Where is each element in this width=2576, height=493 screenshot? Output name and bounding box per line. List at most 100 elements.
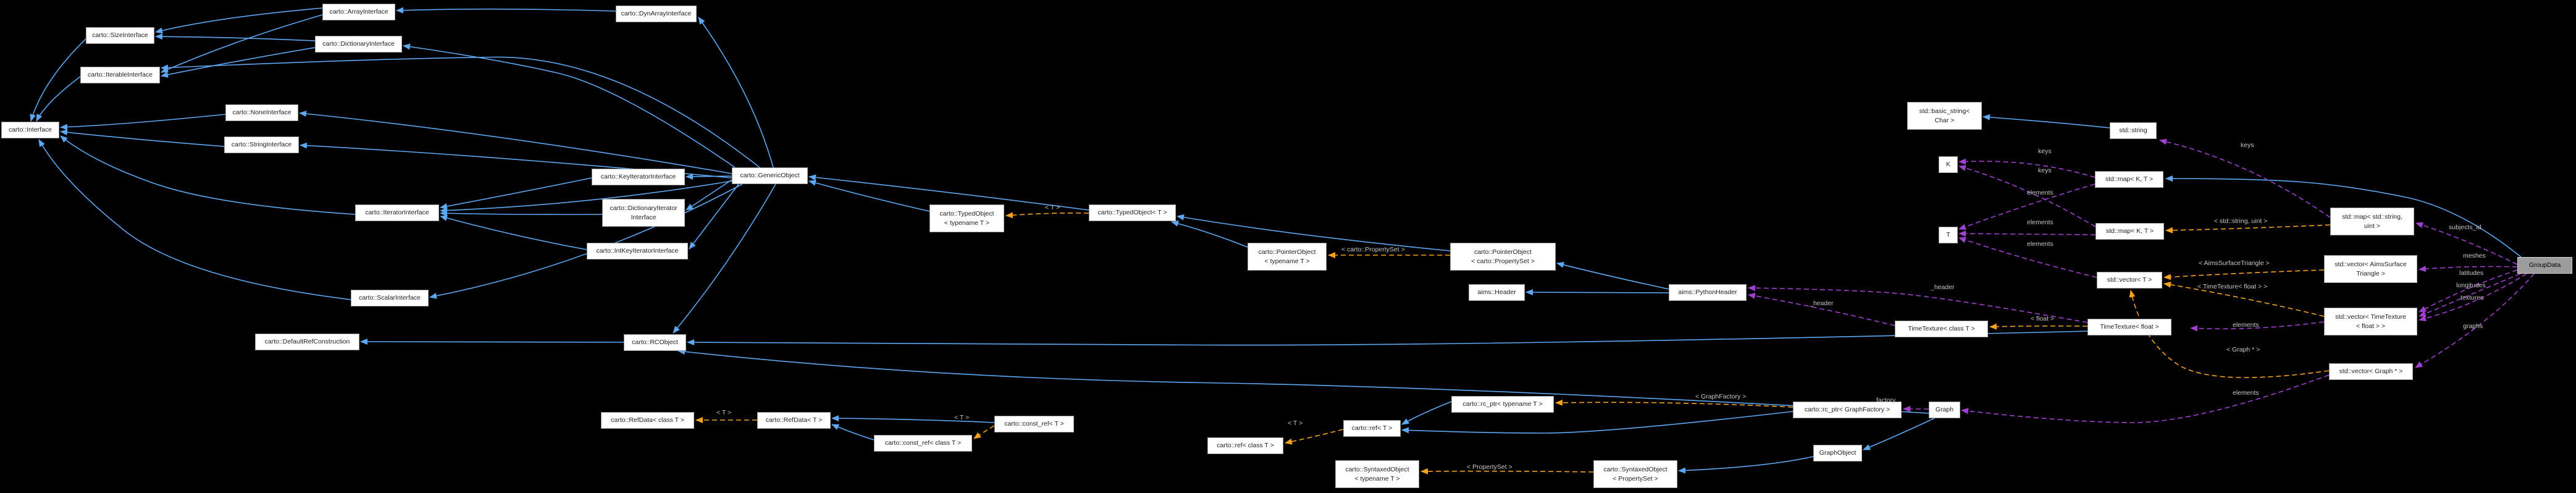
node-carto-syntaxed-object-typename-t[interactable]: carto::SyntaxedObject < typename T > (1335, 460, 1419, 488)
node-group-data[interactable]: GroupData (2517, 257, 2572, 274)
edge-inherit (440, 215, 587, 250)
edge-template (2163, 281, 2325, 317)
edge-usage (1958, 230, 2096, 237)
edge-inherit (831, 415, 995, 423)
edge-usage (2419, 266, 2518, 272)
edge-usage (1958, 183, 2096, 230)
edge-inherit (403, 43, 736, 168)
node-carto-size-interface[interactable]: carto::SizeInterface (86, 27, 154, 44)
edge-usage (1748, 292, 1895, 326)
edge-inherit (440, 177, 592, 209)
edge-inherit (808, 180, 930, 212)
node-carto-rc-ptr-typename-t[interactable]: carto::rc_ptr< typename T > (1451, 396, 1554, 413)
edge-inherit (1982, 114, 2110, 129)
edge-inherit (678, 348, 1931, 414)
node-carto-dictionary-interface[interactable]: carto::DictionaryInterface (315, 36, 402, 53)
node-carto-string-interface[interactable]: carto::StringInterface (224, 137, 299, 153)
node-carto-iterator-interface[interactable]: carto::IteratorInterface (355, 204, 439, 221)
edge-template (1420, 468, 1594, 474)
edge-inherit (155, 7, 323, 34)
edge-inherit (60, 114, 226, 130)
node-std-vector-timetexture-float[interactable]: std::vector< TimeTexture < float > > (2324, 308, 2417, 335)
node-std-map-std-string-uint[interactable]: std::map< std::string, uint > (2330, 208, 2414, 235)
node-std-vector-graph[interactable]: std::vector< Graph * > (2329, 363, 2413, 380)
node-aims-python-header[interactable]: aims::PythonHeader (1669, 284, 1747, 301)
edge-template (2163, 269, 2325, 280)
edge-template (1285, 429, 1344, 445)
edge-inherit (155, 33, 316, 41)
edge-inherit (831, 424, 875, 440)
node-carto-array-interface[interactable]: carto::ArrayInterface (322, 4, 395, 20)
node-carto-ref-t[interactable]: carto::ref< T > (1343, 420, 1401, 437)
edge-usage (1748, 285, 2088, 323)
node-std-map-k-t-2[interactable]: std::map< K, T > (2096, 223, 2164, 240)
edge-inherit (1525, 289, 1669, 296)
edge-usage (1958, 158, 2096, 178)
edge-inherit (698, 17, 774, 168)
node-carto-none-interface[interactable]: carto::NoneInterface (225, 104, 298, 121)
node-graph[interactable]: Graph (1929, 402, 1960, 418)
node-carto-rc-ptr-graphfactory[interactable]: carto::rc_ptr< GraphFactory > (1793, 402, 1902, 418)
edge-usage (2159, 138, 2331, 218)
node-std-string[interactable]: std::string (2110, 122, 2157, 139)
edge-inherit (686, 179, 732, 211)
node-k[interactable]: K (1939, 156, 1958, 173)
edge-inherit (687, 331, 2088, 346)
edge-inherit (36, 76, 81, 122)
edge-inherit (161, 14, 323, 73)
node-carto-iterable-interface[interactable]: carto::IterableInterface (80, 67, 160, 83)
node-std-map-k-t-1[interactable]: std::map< K, T > (2095, 171, 2163, 188)
node-carto-dynarray-interface[interactable]: carto::DynArrayInterface (616, 6, 697, 22)
node-carto-intkeyiterator-interface[interactable]: carto::IntKeyIteratorInterface (587, 243, 688, 259)
edge-inherit (1863, 418, 1935, 450)
node-carto-pointer-object-typename-t[interactable]: carto::PointerObject < typename T > (1248, 243, 1327, 271)
node-timetexture-float[interactable]: TimeTexture< float > (2087, 319, 2171, 335)
edge-inherit (440, 210, 603, 217)
node-carto-const-ref-t[interactable]: carto::const_ref< T > (994, 416, 1074, 432)
edge-usage (2190, 321, 2325, 332)
edge-usage (2419, 273, 2521, 317)
node-carto-generic-object[interactable]: carto::GenericObject (732, 167, 808, 184)
edge-template (1989, 323, 2088, 330)
node-aims-header[interactable]: aims::Header (1469, 284, 1525, 301)
edge-inherit (686, 173, 732, 180)
edge-inherit (161, 56, 760, 168)
node-carto-refdata-t[interactable]: carto::RefData< T > (757, 412, 831, 429)
node-carto-scalar-interface[interactable]: carto::ScalarInterface (351, 290, 429, 306)
edge-inherit (1177, 214, 1451, 251)
edge-template (973, 425, 995, 439)
node-carto-syntaxed-object-propertyset[interactable]: carto::SyntaxedObject < PropertySet > (1593, 460, 1677, 488)
node-std-vector-aimssurfacetriangle[interactable]: std::vector< AimsSurface Triangle > (2324, 255, 2417, 283)
edge-usage (1958, 165, 2096, 227)
node-std-vector-t[interactable]: std::vector< T > (2097, 272, 2162, 289)
edge-usage (1961, 374, 2330, 423)
node-carto-default-ref-construction[interactable]: carto::DefaultRefConstruction (255, 334, 359, 350)
node-timetexture-class-t[interactable]: TimeTexture< class T > (1895, 321, 1988, 337)
edge-template (1005, 212, 1089, 219)
node-carto-refdata-class-t[interactable]: carto::RefData< class T > (601, 412, 694, 429)
edge-usage (2415, 273, 2535, 368)
edge-inherit (1678, 456, 1814, 474)
edge-inherit (673, 183, 776, 334)
node-carto-interface[interactable]: carto::Interface (1, 122, 59, 138)
edge-inherit (30, 38, 86, 122)
edge-inherit (299, 111, 732, 174)
edge-inherit (38, 139, 351, 300)
edge-inherit (440, 180, 732, 214)
node-carto-rc-object[interactable]: carto::RCObject (624, 334, 686, 351)
node-std-basic-string-char[interactable]: std::basic_string< Char > (1907, 102, 1982, 130)
edge-usage (2415, 222, 2518, 265)
node-carto-ref-class-t[interactable]: carto::ref< class T > (1207, 437, 1283, 454)
node-carto-dictionaryiterator-interface[interactable]: carto::DictionaryIterator Interface (602, 199, 685, 227)
node-carto-keyiterator-interface[interactable]: carto::KeyIteratorInterface (592, 169, 685, 185)
edge-inherit (1556, 261, 1669, 290)
node-carto-typed-object-t[interactable]: carto::TypedObject< T > (1089, 204, 1176, 221)
edge-inherit (396, 7, 616, 14)
node-graph-object[interactable]: GraphObject (1813, 445, 1862, 461)
node-carto-pointer-object-propertyset[interactable]: carto::PointerObject < carto::PropertySe… (1450, 243, 1556, 271)
edge-inherit (161, 47, 316, 78)
node-carto-const-ref-class-t[interactable]: carto::const_ref< class T > (874, 435, 972, 452)
node-t[interactable]: T (1939, 227, 1958, 243)
node-carto-typed-object-typename-t[interactable]: carto::TypedObject < typename T > (929, 204, 1004, 232)
